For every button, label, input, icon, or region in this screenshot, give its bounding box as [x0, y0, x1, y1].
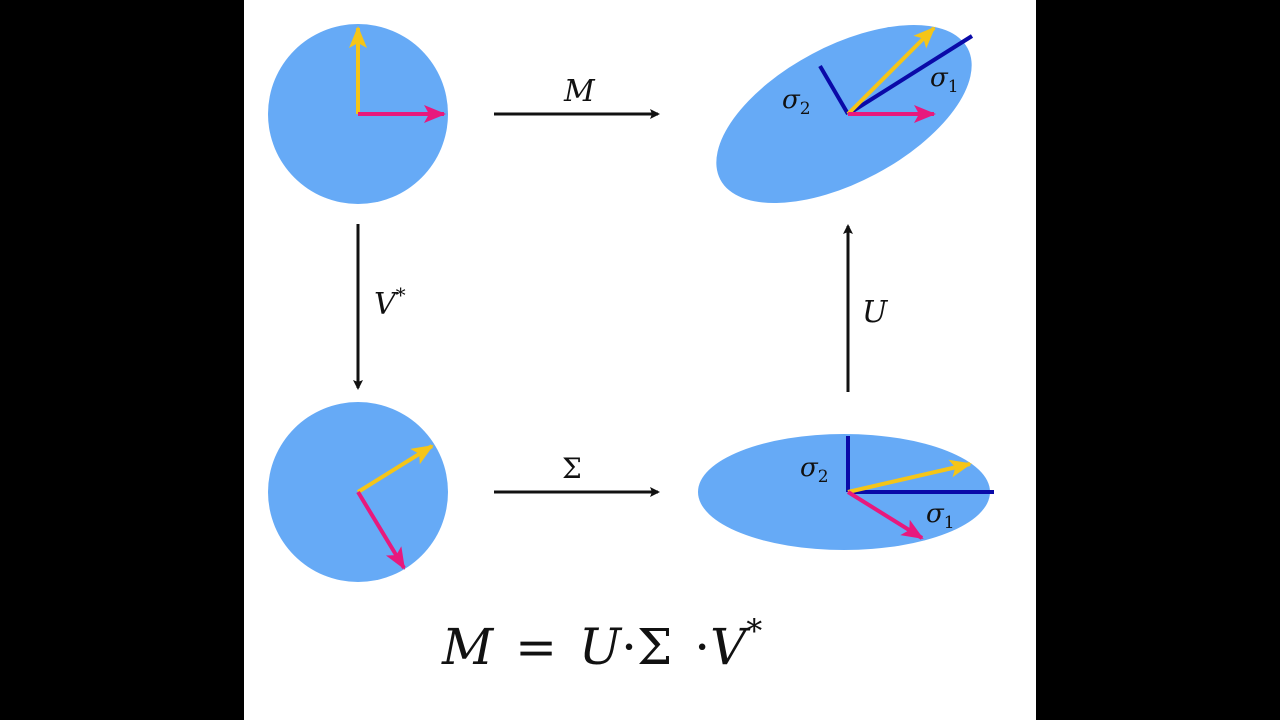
label-M: M	[563, 74, 596, 109]
magenta-vector	[356, 490, 406, 570]
ellipse-shape	[716, 24, 972, 204]
scaled-ellipse: σ2 σ1	[698, 434, 994, 550]
yellow-vector	[356, 444, 434, 494]
sigma1-axis	[846, 34, 974, 116]
arrow-Sigma: Σ	[494, 452, 660, 497]
sigma2-axis	[818, 64, 850, 116]
diagram-canvas: σ2 σ1 M V* U Σ σ2 σ1 M = U·Σ	[244, 0, 1036, 720]
yellow-vector	[846, 26, 936, 116]
svd-diagram: σ2 σ1 M V* U Σ σ2 σ1 M = U·Σ	[268, 24, 994, 676]
sigma1-label: σ1	[926, 499, 955, 533]
label-U: U	[862, 295, 889, 330]
sigma2-label: σ2	[782, 85, 811, 119]
input-circle	[268, 24, 448, 204]
label-Sigma: Σ	[562, 452, 582, 485]
yellow-vector	[847, 459, 972, 494]
svd-equation: M = U·Σ ·V*	[441, 612, 762, 676]
label-V-star: V*	[374, 283, 406, 322]
arrow-U: U	[843, 224, 889, 392]
output-ellipse: σ2 σ1	[716, 24, 974, 204]
magenta-vector	[846, 490, 924, 540]
sigma1-label: σ1	[930, 63, 959, 97]
rotated-circle	[268, 402, 448, 582]
arrow-M: M	[494, 74, 660, 119]
arrow-V-star: V*	[353, 224, 406, 390]
sigma2-label: σ2	[800, 453, 829, 487]
